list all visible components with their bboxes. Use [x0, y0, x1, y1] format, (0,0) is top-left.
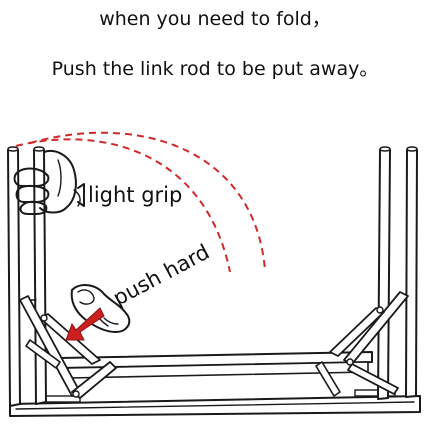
hand-grip-icon	[13, 150, 81, 215]
caption-line-1: when you need to fold，	[99, 8, 331, 30]
caption-line-2: Push the link rod to be put away。	[51, 58, 379, 80]
push-hard-callout: push hard	[109, 240, 213, 311]
right-leg-pair	[377, 146, 418, 400]
label-light-grip: light grip	[88, 183, 182, 207]
label-push-hard: push hard	[109, 240, 213, 311]
right-link-rods	[315, 291, 409, 397]
hand-push-icon	[70, 284, 131, 333]
table-top	[9, 389, 421, 417]
light-grip-callout: light grip	[77, 183, 182, 207]
fold-path-dashed	[15, 131, 266, 273]
red-push-arrow-icon	[65, 307, 105, 341]
